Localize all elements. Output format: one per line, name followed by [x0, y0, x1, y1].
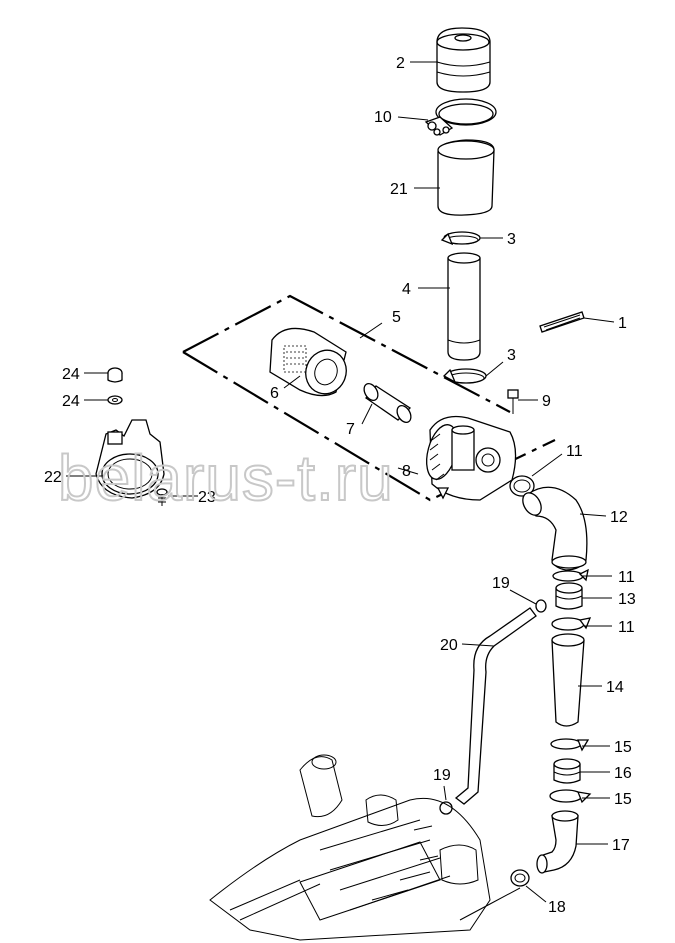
- part-intake-pipe: [447, 252, 481, 361]
- callout-14: 14: [606, 679, 624, 696]
- callout-7: 7: [346, 421, 355, 438]
- callout-1: 1: [618, 315, 627, 332]
- callout-10: 10: [374, 109, 392, 126]
- callout-18: 18: [548, 899, 566, 916]
- part-coupling-13: [555, 582, 583, 610]
- callout-11-middle: 11: [618, 569, 635, 586]
- callout-17: 17: [612, 837, 630, 854]
- part-clamp-11-middle: [552, 568, 589, 582]
- callout-3-upper: 3: [507, 231, 516, 248]
- callout-labels: 2 10 21 3 4 5 1 3 24 24 6 9 7 11 22 8 23…: [44, 55, 636, 916]
- callout-15-lower: 15: [614, 791, 632, 808]
- part-lower-elbow: [536, 810, 579, 874]
- callout-3-lower: 3: [507, 347, 516, 364]
- callout-2: 2: [396, 55, 405, 72]
- part-bracket-bolt: [156, 488, 168, 506]
- callout-11-top: 11: [566, 443, 583, 460]
- part-clamp-15-upper: [550, 738, 590, 752]
- callout-19-lower: 19: [433, 767, 451, 784]
- part-nut: [107, 367, 123, 383]
- leader-lines: [66, 61, 615, 903]
- part-clamp-18: [510, 869, 530, 887]
- callout-8: 8: [402, 463, 411, 480]
- part-clamp-15-lower: [549, 789, 592, 804]
- callout-12: 12: [610, 509, 628, 526]
- site-watermark: belarus-t.ru: [58, 442, 394, 514]
- callout-6: 6: [270, 385, 279, 402]
- part-decal-strip: [539, 311, 585, 333]
- part-clamp-band: [424, 98, 497, 136]
- callout-24-nut: 24: [62, 366, 80, 383]
- engine-outline: [209, 754, 521, 941]
- filter-mesh-pattern: [283, 345, 307, 373]
- callout-22: 22: [44, 469, 62, 486]
- callout-11-lower: 11: [618, 619, 635, 636]
- callout-15-upper: 15: [614, 739, 632, 756]
- callout-19-upper: 19: [492, 575, 510, 592]
- part-hose-clamp-upper: [440, 231, 481, 246]
- part-filter-element: [269, 327, 347, 397]
- part-safety-element: [363, 382, 412, 424]
- callout-16: 16: [614, 765, 632, 782]
- part-elbow-hose: [522, 486, 588, 571]
- callout-9: 9: [542, 393, 551, 410]
- callout-23: 23: [198, 489, 216, 506]
- callout-20: 20: [440, 637, 458, 654]
- part-sleeve: [437, 139, 495, 216]
- part-clamp-11-top: [509, 475, 535, 497]
- part-bent-tube: [454, 607, 537, 805]
- part-mounting-bracket: [95, 419, 165, 499]
- callout-5: 5: [392, 309, 401, 326]
- callout-24-washer: 24: [62, 393, 80, 410]
- part-coupling-16: [553, 758, 581, 784]
- part-cleaner-housing: [426, 415, 517, 501]
- part-clamp-11-lower: [551, 617, 592, 631]
- callout-13: 13: [618, 591, 636, 608]
- part-clamp-19-upper: [535, 599, 547, 613]
- part-long-pipe: [551, 633, 585, 727]
- part-top-cap: [436, 27, 491, 93]
- part-bolt: [507, 389, 519, 414]
- callout-21: 21: [390, 181, 408, 198]
- callout-4: 4: [402, 281, 411, 298]
- part-washer: [107, 395, 123, 405]
